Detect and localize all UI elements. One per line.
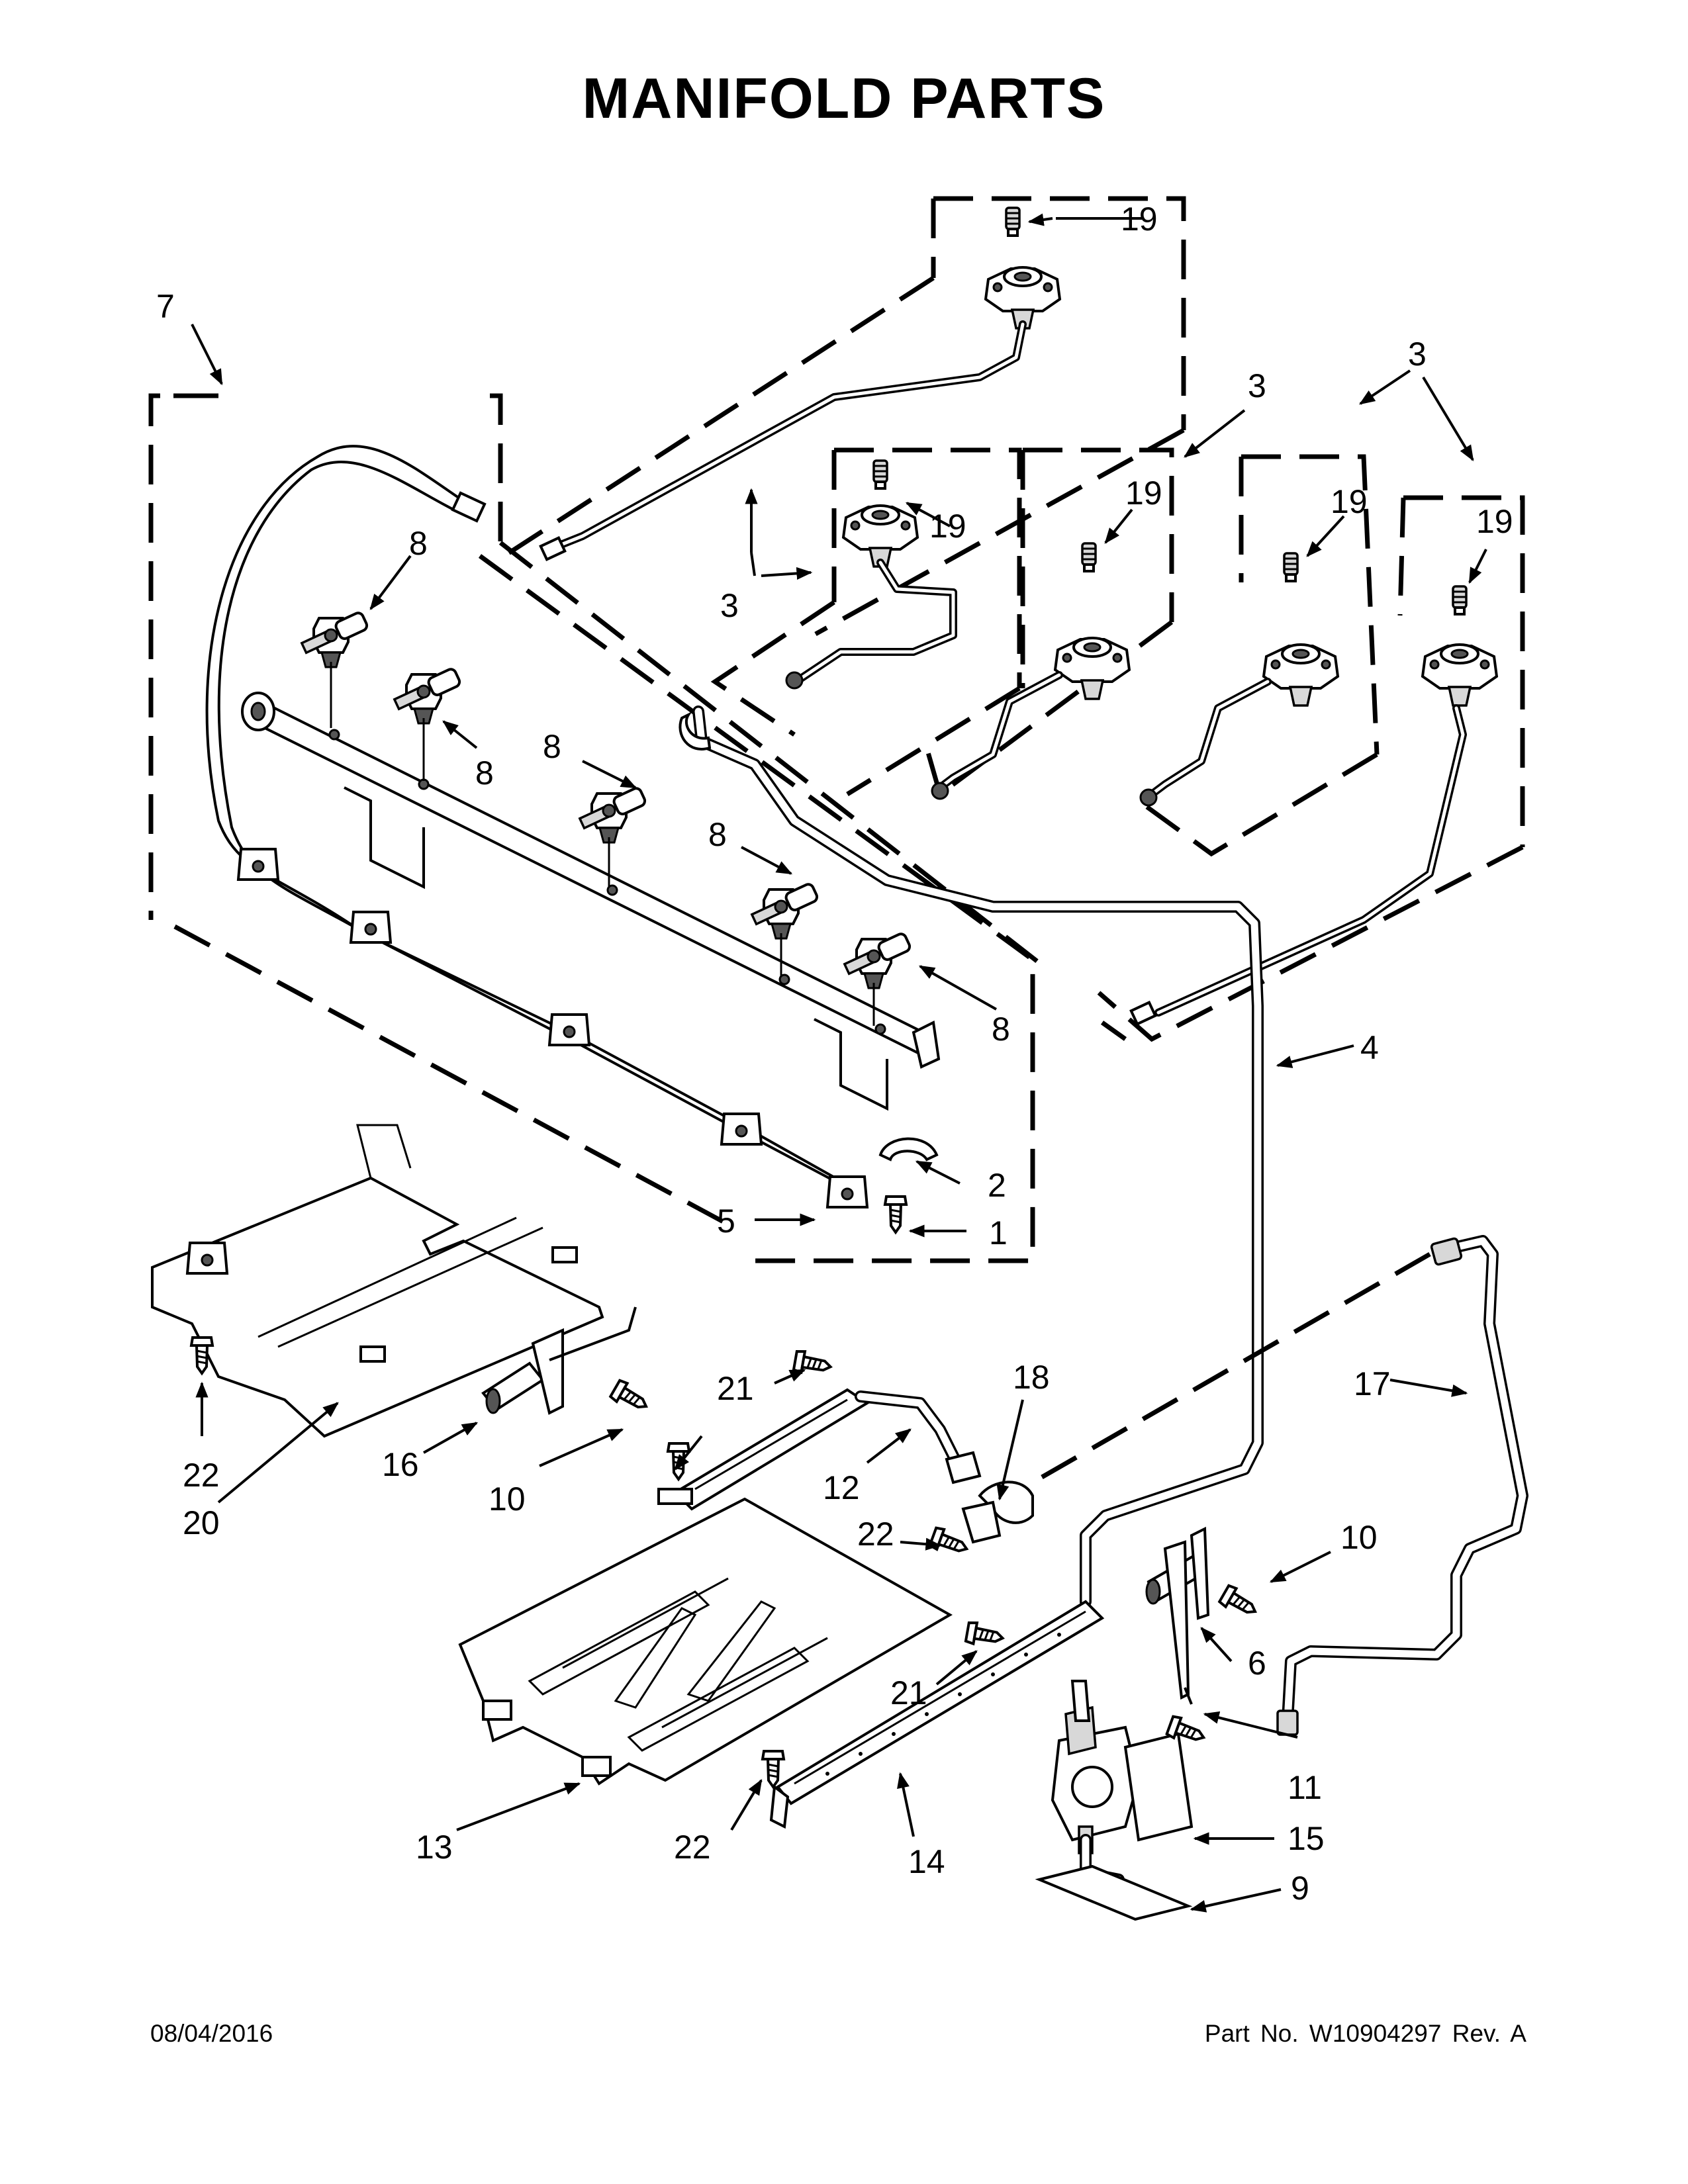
callout-3: 3	[720, 587, 739, 624]
callout-8: 8	[409, 525, 428, 562]
callout-5: 5	[717, 1203, 735, 1240]
callout-20: 20	[183, 1504, 220, 1541]
callout-18: 18	[1013, 1359, 1050, 1396]
callout-14: 14	[908, 1843, 945, 1880]
callout-8: 8	[475, 754, 494, 792]
callout-10: 10	[489, 1480, 526, 1518]
callout-8: 8	[992, 1011, 1010, 1048]
callout-22: 22	[674, 1829, 711, 1866]
callout-4: 4	[1360, 1029, 1379, 1066]
callout-15: 15	[1288, 1820, 1325, 1857]
callout-16: 16	[382, 1446, 419, 1483]
callout-11: 11	[1288, 1769, 1322, 1806]
footer-date: 08/04/2016	[150, 2020, 273, 2047]
callout-8: 8	[543, 728, 561, 765]
callout-9: 9	[1291, 1870, 1309, 1907]
callout-13: 13	[416, 1829, 453, 1866]
callout-21: 21	[890, 1674, 927, 1711]
callout-7: 7	[156, 288, 175, 325]
callout-19: 19	[929, 508, 966, 545]
footer-part-number: Part No. W10904297 Rev. A	[1204, 2020, 1526, 2047]
callout-19: 19	[1121, 201, 1158, 238]
callout-2: 2	[988, 1167, 1006, 1204]
callout-22: 22	[183, 1457, 220, 1494]
page-title: MANIFOLD PARTS	[582, 67, 1106, 130]
callout-19: 19	[1476, 503, 1513, 540]
callout-1: 1	[989, 1214, 1008, 1251]
callout-10: 10	[1340, 1519, 1378, 1556]
callout-17: 17	[1354, 1365, 1391, 1402]
callout-3: 3	[1248, 367, 1266, 404]
callout-21: 21	[717, 1370, 754, 1407]
callout-22: 22	[857, 1516, 894, 1553]
callout-19: 19	[1125, 475, 1162, 512]
callout-8: 8	[708, 816, 727, 853]
callout-12: 12	[823, 1469, 860, 1506]
callout-19: 19	[1331, 483, 1368, 520]
callout-3: 3	[1408, 336, 1427, 373]
callout-6: 6	[1248, 1645, 1266, 1682]
